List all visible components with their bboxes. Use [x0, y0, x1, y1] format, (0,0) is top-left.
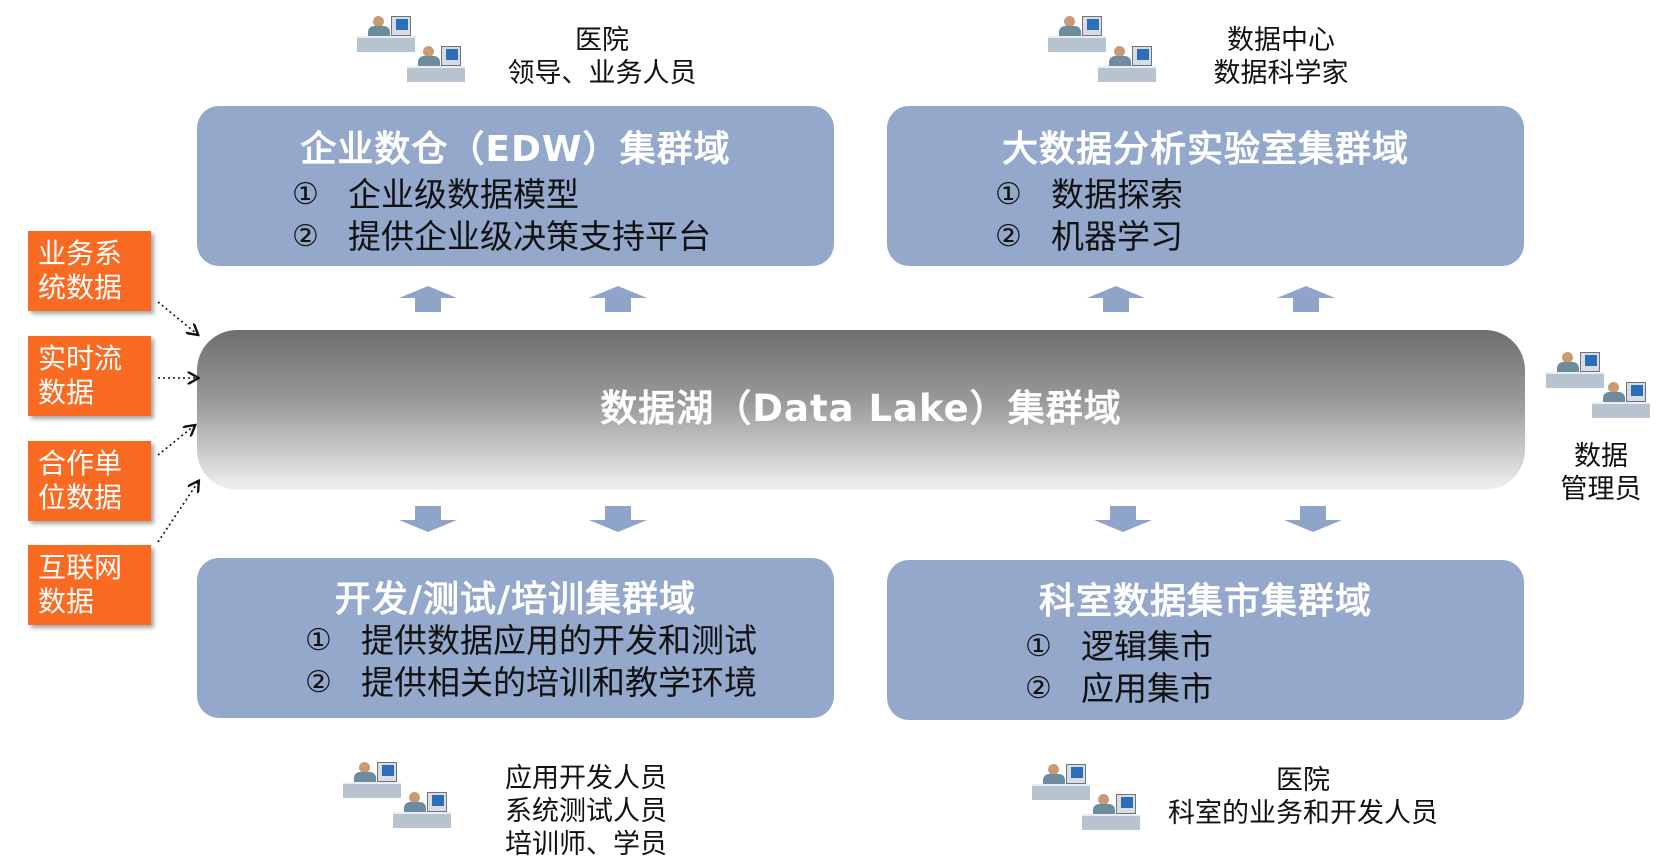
- arrow-down-icon: [589, 506, 647, 532]
- data-lake-title: 数据湖（Data Lake）集群域: [600, 387, 1122, 430]
- arrow-up-icon: [1087, 286, 1145, 312]
- users-caption-edw: 医院领导、业务人员: [507, 25, 697, 89]
- arrow-down-icon: [399, 506, 457, 532]
- source-partner: 合作单位数据: [28, 441, 151, 521]
- users-caption-admin: 数据管理员: [1560, 441, 1642, 505]
- users-caption-lab: 数据中心数据科学家: [1213, 25, 1349, 89]
- cluster-edw-title: 企业数仓（EDW）集群域: [300, 129, 731, 170]
- source-internet: 互联网数据: [28, 545, 151, 625]
- users-caption-dev: 应用开发人员系统测试人员培训师、学员: [505, 763, 667, 860]
- connector-arrow: [157, 482, 198, 543]
- users-icon-lab: [1048, 14, 1168, 84]
- users-icon-edw: [357, 14, 477, 84]
- users-icon-dev: [343, 760, 463, 830]
- connector-arrow: [157, 426, 194, 456]
- users-icon-admin: [1546, 350, 1664, 420]
- arrow-down-icon: [1284, 506, 1342, 532]
- cluster-dept-title: 科室数据集市集群域: [1038, 581, 1372, 622]
- cluster-lab-title: 大数据分析实验室集群域: [1001, 129, 1409, 170]
- cluster-dev-title: 开发/测试/培训集群域: [334, 579, 697, 620]
- source-realtime-stream: 实时流数据: [28, 336, 151, 416]
- connector-arrow: [157, 301, 197, 334]
- users-icon-dept: [1032, 762, 1152, 832]
- arrow-down-icon: [1094, 506, 1152, 532]
- arrow-up-icon: [1277, 286, 1335, 312]
- source-business-system: 业务系统数据: [28, 231, 151, 311]
- arrow-up-icon: [399, 286, 457, 312]
- data-lake-cluster: 数据湖（Data Lake）集群域: [197, 330, 1525, 490]
- users-caption-dept: 医院科室的业务和开发人员: [1168, 765, 1438, 829]
- arrow-up-icon: [589, 286, 647, 312]
- source-connectors: [157, 301, 210, 543]
